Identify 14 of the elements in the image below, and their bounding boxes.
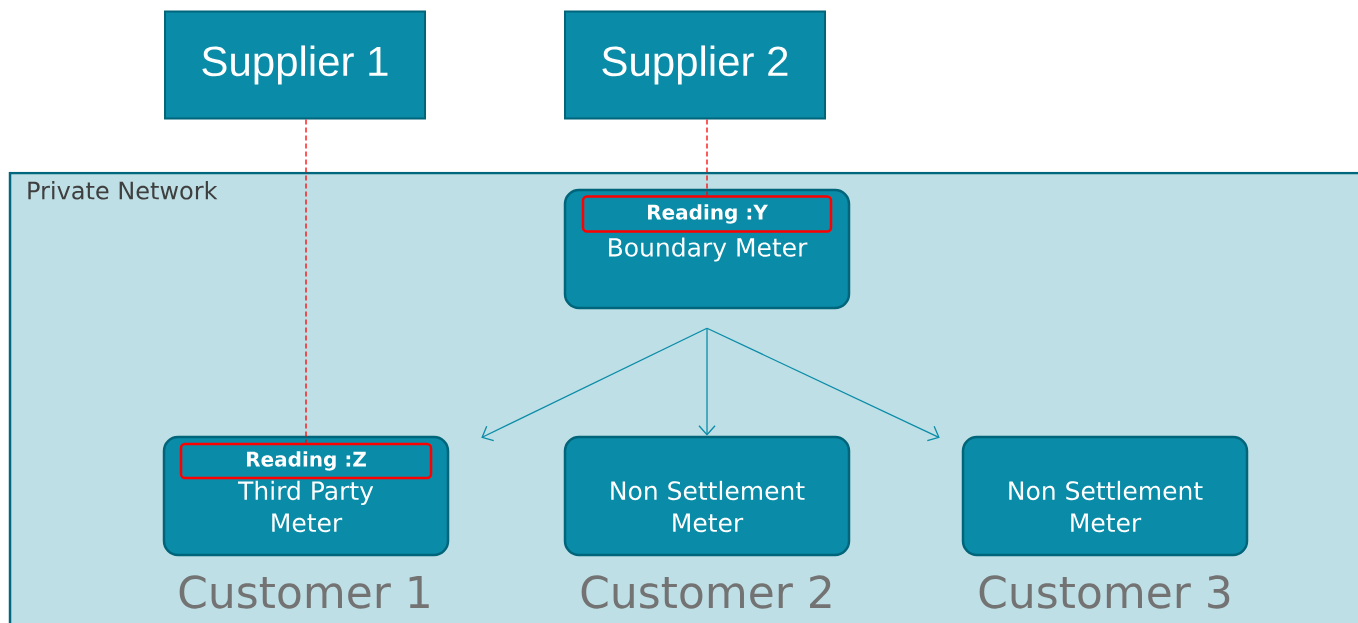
meter-box: Non Settlement Meter [563, 435, 851, 557]
supplier-box: Supplier 1 [164, 10, 426, 120]
connector [706, 327, 940, 442]
connector [698, 327, 716, 436]
connector [305, 118, 307, 444]
customer-label: Customer 2 [581, 575, 831, 609]
customer-label: Customer 1 [179, 575, 429, 609]
reading-box: Reading :Y [581, 195, 833, 233]
meter-box: Non Settlement Meter [961, 435, 1249, 557]
connector [481, 327, 708, 442]
reading-box: Reading :Z [179, 442, 433, 480]
customer-label: Customer 3 [979, 575, 1230, 609]
connector [706, 118, 708, 196]
supplier-box: Supplier 2 [564, 10, 826, 120]
